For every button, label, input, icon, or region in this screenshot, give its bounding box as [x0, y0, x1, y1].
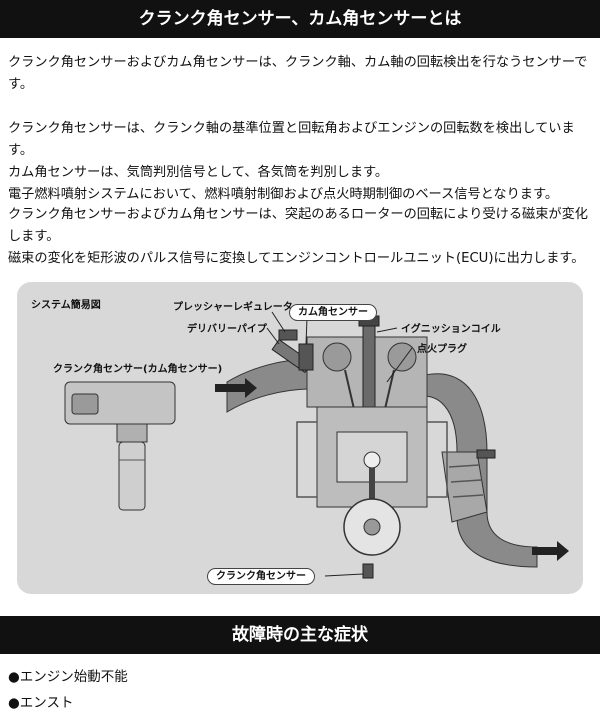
symptom-item: ●エンジン始動不能 [8, 669, 128, 685]
intro-line: カム角センサーは、気筒判別信号として、各気筒を判別します。 [8, 165, 389, 180]
label-sensor-caption: クランク角センサー(カム角センサー) [53, 364, 223, 375]
section-header: クランク角センサー、カム角センサーとは [0, 0, 600, 38]
label-cam-sensor: カム角センサー [289, 304, 377, 321]
label-ignition-coil: イグニッションコイル [401, 324, 501, 335]
diagram-title: システム簡易図 [31, 300, 101, 311]
section-title: クランク角センサー、カム角センサーとは [138, 9, 462, 29]
label-pressure-regulator: プレッシャーレギュレーター [173, 302, 303, 313]
system-diagram: システム簡易図 プレッシャーレギュレーター デリバリーパイプ カム角センサー イ… [17, 282, 583, 594]
intro-line: クランク角センサーは、クランク軸の基準位置と回転角およびエンジンの回転数を検出し… [8, 121, 575, 158]
engine-illustration [64, 311, 569, 579]
symptoms-title: 故障時の主な症状 [232, 625, 368, 645]
label-crank-sensor: クランク角センサー [207, 568, 315, 585]
intro-line: 電子燃料噴射システムにおいて、燃料噴射制御および点火時期制御のベース信号となりま… [8, 187, 559, 202]
intro-paragraph-4: 磁束の変化を矩形波のパルス信号に変換してエンジンコントロールユニット(ECU)に… [8, 251, 585, 266]
label-delivery-pipe: デリバリーパイプ [187, 324, 267, 335]
symptoms-header: 故障時の主な症状 [0, 616, 600, 654]
intro-paragraph-1: クランク角センサーおよびカム角センサーは、クランク軸、カム軸の回転検出を行なうセ… [8, 55, 588, 92]
intro-paragraph-3: クランク角センサーおよびカム角センサーは、突起のあるローターの回転により受ける磁… [8, 207, 588, 244]
intro-paragraph-2: クランク角センサーは、クランク軸の基準位置と回転角およびエンジンの回転数を検出し… [8, 118, 598, 206]
label-spark-plug: 点火プラグ [417, 344, 467, 355]
symptom-item: ●エンスト [8, 695, 74, 711]
